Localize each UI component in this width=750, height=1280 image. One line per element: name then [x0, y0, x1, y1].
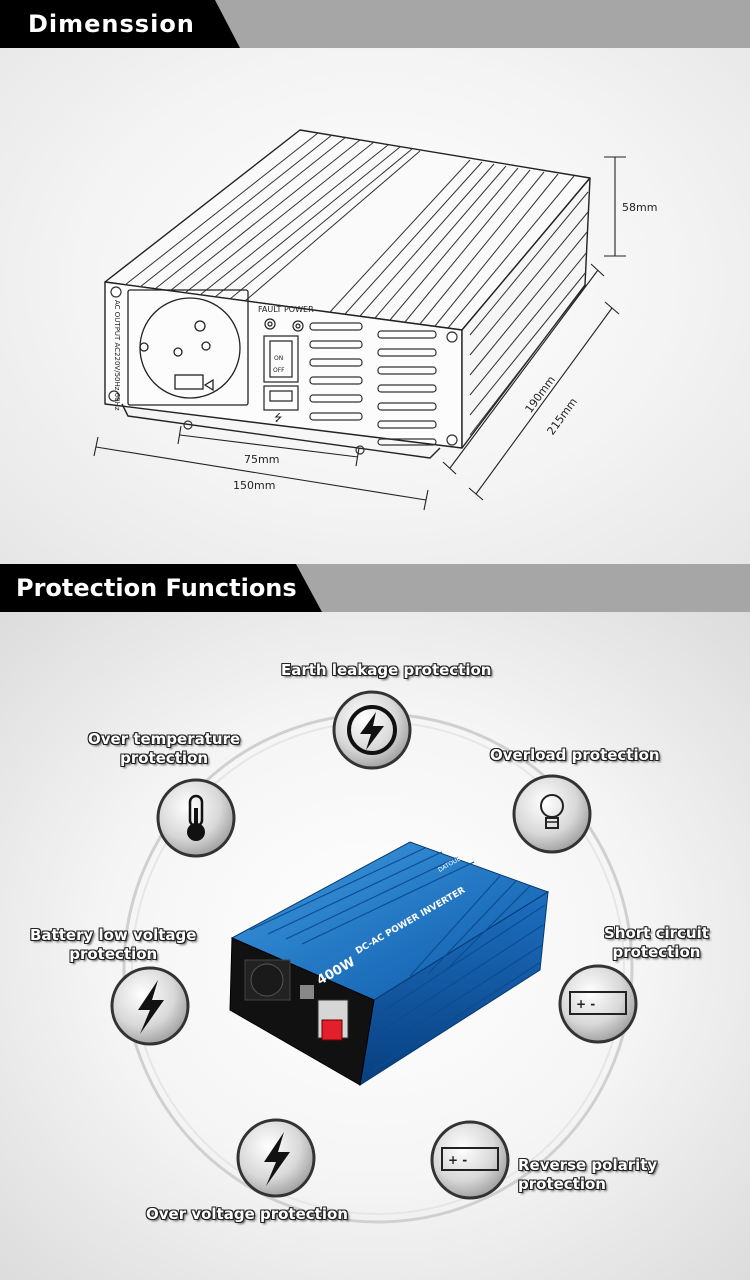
fault-power-label: FAULT POWER [258, 305, 314, 314]
lightning-bolt-icon [264, 1132, 290, 1186]
protection-panel: 400W DC-AC POWER INVERTER DATOUBOSS [0, 612, 750, 1280]
label-over-temperature: Over temperature protection [88, 730, 241, 767]
ac-output-side-text: AC OUTPUT AC220V/50Hz 60Hz [113, 300, 121, 411]
switch-off-label: OFF [273, 367, 285, 374]
svg-text:+ -: + - [576, 997, 595, 1011]
label-reverse-polarity: Reverse polarity protection [518, 1156, 658, 1193]
dimension-title: Dimenssion [0, 0, 240, 48]
width-outer-dimension: 150mm [233, 479, 276, 492]
switch-on-label: ON [274, 355, 283, 362]
label-short-circuit: Short circuit protection [604, 924, 709, 961]
width-inner-dimension: 75mm [244, 453, 280, 466]
battery-low-icon-circle [110, 966, 190, 1046]
label-battery-low-voltage: Battery low voltage protection [30, 926, 197, 963]
dimension-section-header: Dimenssion [0, 0, 750, 48]
reverse-polarity-icon-circle: + - [430, 1120, 510, 1200]
lightning-bolt-icon [138, 980, 164, 1034]
height-dimension: 58mm [622, 201, 658, 214]
label-earth-leakage: Earth leakage protection [281, 661, 492, 679]
label-overload: Earth leakage protection Overload protec… [490, 746, 660, 764]
inverter-product-image: 400W DC-AC POWER INVERTER DATOUBOSS [229, 841, 550, 1087]
over-temperature-icon-circle [156, 778, 236, 858]
over-voltage-icon-circle [236, 1118, 316, 1198]
label-over-voltage: Over voltage protection [146, 1205, 348, 1223]
battery-icon [569, 991, 627, 1015]
short-circuit-icon-circle: + - [558, 964, 638, 1044]
protection-section-header: Protection Functions [0, 564, 750, 612]
battery-reverse-icon [441, 1147, 499, 1171]
protection-diagram: 400W DC-AC POWER INVERTER DATOUBOSS [110, 690, 638, 1224]
overload-icon-circle [512, 774, 592, 854]
protection-title: Protection Functions [0, 564, 322, 612]
earth-leakage-icon-circle [332, 690, 412, 770]
dimension-panel: AC OUTPUT AC220V/50Hz 60Hz FAULT POWER O… [0, 48, 750, 564]
usb-icon: ⭍ [274, 412, 282, 424]
svg-text:+ -: + - [448, 1153, 467, 1167]
lightning-circle-icon [360, 712, 384, 750]
inverter-line-drawing: AC OUTPUT AC220V/50Hz 60Hz FAULT POWER O… [93, 129, 626, 511]
